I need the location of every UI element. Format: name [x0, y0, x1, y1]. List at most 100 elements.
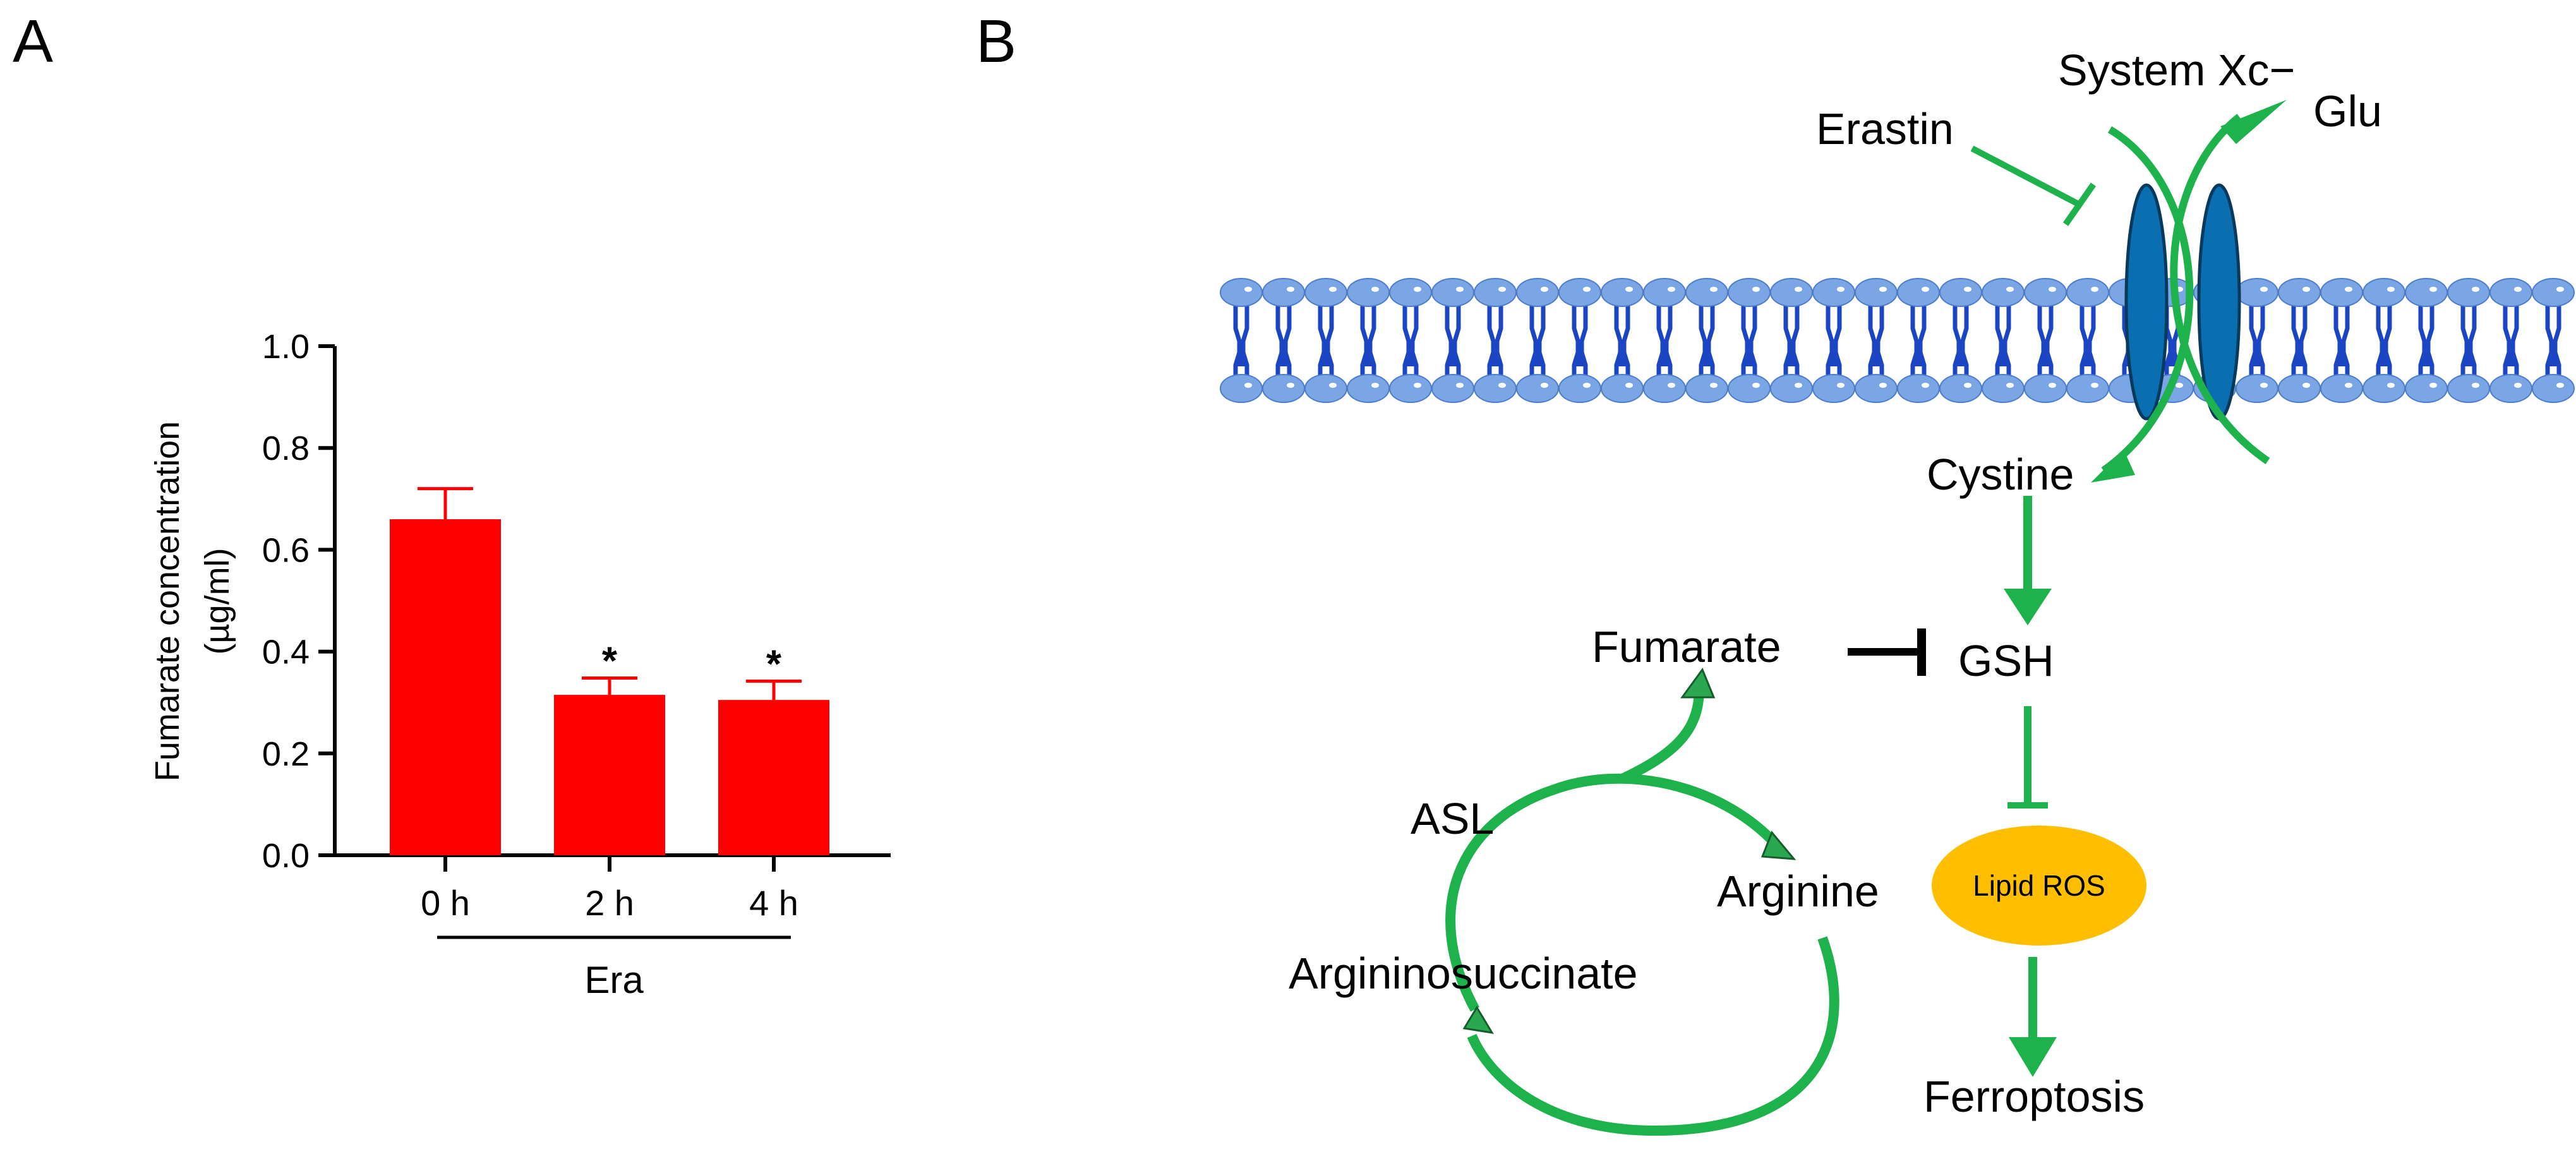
cystine-arrowhead [2091, 450, 2135, 483]
lipid-head-highlight [1964, 383, 1971, 388]
lipid-head [1347, 374, 1390, 403]
x-axis-label: Era [584, 959, 644, 1001]
lipid-head [2489, 278, 2532, 307]
lipid-head [2024, 278, 2067, 307]
lipid-head [2405, 278, 2448, 307]
lipid-head [2278, 374, 2321, 403]
lipid-head [2236, 278, 2278, 307]
lipid-head [1431, 278, 1474, 307]
lipid-head [2024, 374, 2067, 403]
lipid-head-highlight [1371, 287, 1379, 292]
y-tick-label: 0.2 [262, 735, 310, 773]
y-axis-label: Fumarate concentration [148, 421, 186, 781]
glu-arrowhead [2220, 100, 2287, 144]
lipid-head-highlight [2387, 383, 2395, 388]
lipid-head [1304, 374, 1347, 403]
bar [554, 695, 665, 855]
lipid-head [1474, 374, 1517, 403]
ros-to-ferroptosis-arrowhead [2009, 1037, 2057, 1077]
lipid-head [1304, 278, 1347, 307]
lipid-head [1558, 278, 1601, 307]
argininosuccinate-label: Argininosuccinate [1289, 949, 1638, 998]
lipid-head [2532, 278, 2575, 307]
lipid-head-highlight [1583, 287, 1591, 292]
lipid-head-highlight [2302, 383, 2310, 388]
significance-marker: * [602, 640, 618, 683]
lipid-head-highlight [1287, 287, 1294, 292]
lipid-head-highlight [1287, 383, 1294, 388]
bar [390, 519, 501, 855]
lipid-head-highlight [1329, 383, 1337, 388]
lipid-head [2362, 278, 2405, 307]
lipid-head-highlight [1541, 383, 1548, 388]
glu-export-arrow [2170, 114, 2270, 464]
lipid-head [1685, 374, 1728, 403]
transporter-label: System Xc− [2058, 45, 2295, 95]
lipid-head [1601, 278, 1644, 307]
lipid-head [1643, 374, 1686, 403]
lipid-head-highlight [1964, 287, 1971, 292]
lipid-head-highlight [1795, 287, 1802, 292]
lipid-head-highlight [2049, 287, 2056, 292]
lipid-head-highlight [1498, 287, 1506, 292]
lipid-head-highlight [1456, 287, 1464, 292]
lipid-head [2278, 278, 2321, 307]
bars: ** [390, 487, 829, 855]
lipid-head-highlight [1583, 383, 1591, 388]
gsh-label: GSH [1958, 636, 2054, 685]
lipid-head-highlight [1625, 287, 1633, 292]
y-tick-label: 0.4 [262, 634, 310, 671]
lipid-head-highlight [1541, 287, 1548, 292]
lipid-head-highlight [2514, 383, 2522, 388]
lipid-head [1601, 374, 1644, 403]
significance-marker: * [766, 642, 782, 686]
lipid-head-highlight [2472, 383, 2479, 388]
lipid-head-highlight [2345, 383, 2352, 388]
lipid-head-highlight [1456, 383, 1464, 388]
lipid-head-highlight [2091, 287, 2098, 292]
lipid-head-highlight [1668, 287, 1675, 292]
lipid-head [2066, 278, 2109, 307]
cystine-import-arrow [2101, 126, 2194, 474]
lipid-head-highlight [1668, 383, 1675, 388]
lipid-head [2447, 374, 2490, 403]
lipid-head [1897, 374, 1940, 403]
lipid-head [2362, 374, 2405, 403]
y-ticks: 0.00.20.40.60.81.0 [262, 328, 335, 875]
lipid-head-highlight [1371, 383, 1379, 388]
lipid-head-highlight [2429, 287, 2437, 292]
channel-left [2124, 183, 2169, 421]
lipid-head-highlight [2006, 383, 2014, 388]
lipid-head [1939, 374, 1982, 403]
arginine-label: Arginine [1717, 867, 1879, 916]
fumarate-label: Fumarate [1592, 622, 1781, 671]
lipid-head [2532, 374, 2575, 403]
lipid-head [2447, 278, 2490, 307]
lipid-head [1643, 278, 1686, 307]
lipid-head [1685, 278, 1728, 307]
lipid-head-highlight [1922, 383, 1929, 388]
lipid-head [1220, 278, 1263, 307]
lipid-head [1812, 374, 1855, 403]
lipid-head [1474, 278, 1517, 307]
lipid-head [2320, 278, 2363, 307]
lipid-head-highlight [2176, 383, 2183, 388]
lipid-head-highlight [1498, 383, 1506, 388]
lipid-head-highlight [1752, 383, 1760, 388]
lipid-head-highlight [1710, 287, 1718, 292]
erastin-inhibition-bar [2062, 183, 2097, 226]
x-tick-label: 4 h [749, 883, 798, 923]
lipid-head-highlight [1837, 383, 1845, 388]
lipid-head-highlight [2260, 287, 2268, 292]
y-tick-label: 0.0 [262, 837, 310, 875]
lipid-head-highlight [2472, 287, 2479, 292]
cycle-arc-bottom [1467, 936, 1839, 1136]
lipid-head-highlight [1879, 383, 1887, 388]
lipid-head-highlight [1244, 383, 1252, 388]
lipid-head [1220, 374, 1263, 403]
arginine-arrowhead [1760, 831, 1797, 860]
lipid-head-highlight [1879, 287, 1887, 292]
ferroptosis-label: Ferroptosis [1923, 1072, 2145, 1121]
panel-a-label: A [13, 8, 53, 75]
lipid-head [1389, 278, 1432, 307]
